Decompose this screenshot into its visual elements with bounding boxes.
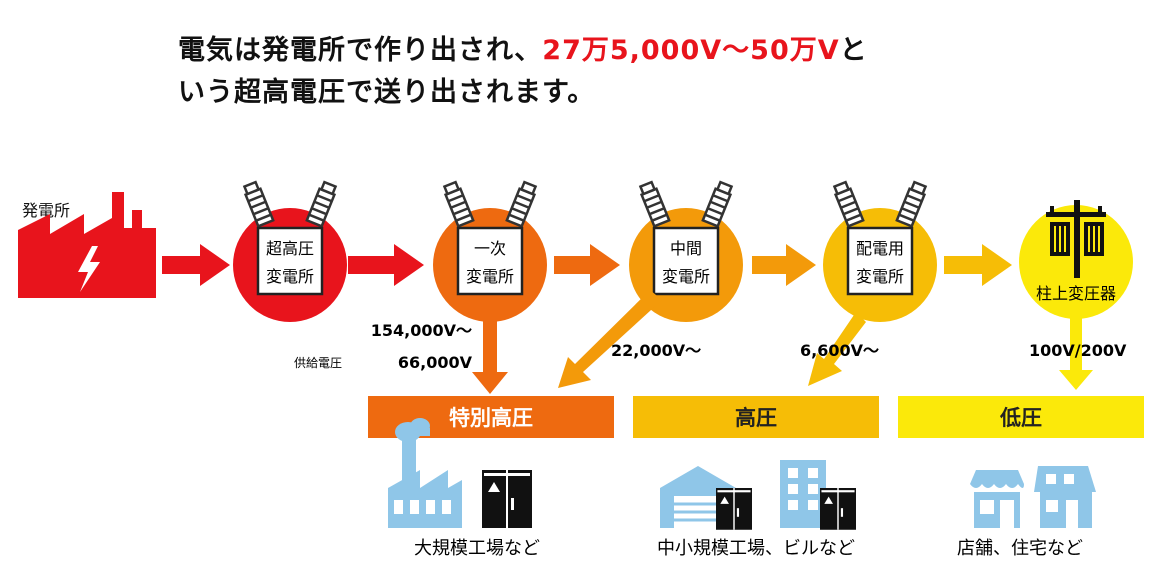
substation-distribution: 配電用 変電所 xyxy=(823,180,937,322)
arrow-primary-down xyxy=(472,320,508,394)
supply-voltage-label: 供給電圧 xyxy=(294,356,342,370)
utility-pole-icon xyxy=(1046,200,1106,278)
shop-icon xyxy=(970,470,1024,528)
headline: 電気は発電所で作り出され、27万5,000V～50万Vと いう超高電圧で送り出さ… xyxy=(178,30,1078,114)
voltage-primary-top: 154,000V～ xyxy=(371,321,472,340)
arrow-intermediate-to-distribution xyxy=(752,244,816,286)
category-label-high: 高圧 xyxy=(735,406,777,430)
voltage-pole: 100V/200V xyxy=(1029,341,1127,360)
voltage-distribution: 6,600V～ xyxy=(800,341,879,360)
substation-ultra-high: 超高圧 変電所 xyxy=(233,180,347,322)
switchgear-icon xyxy=(481,469,533,529)
transformer-icon xyxy=(1050,222,1104,256)
substation-intermediate: 中間 変電所 xyxy=(629,180,743,322)
headline-line-1: 電気は発電所で作り出され、27万5,000V～50万Vと xyxy=(178,30,1078,72)
power-plant-icon xyxy=(18,192,156,298)
users-extra-high: 大規模工場など xyxy=(414,538,540,559)
category-label-extra-high: 特別高圧 xyxy=(449,406,533,430)
arrow-intermediate-diagonal xyxy=(558,290,662,388)
headline-voltage-highlight: 27万5,000V～50万V xyxy=(542,35,840,66)
switchgear-icon-small-1 xyxy=(715,487,753,531)
arrow-primary-to-intermediate xyxy=(554,244,620,286)
arrow-ultra-to-primary xyxy=(348,244,424,286)
station-label-3: 中間 xyxy=(670,239,702,258)
headline-line-2: いう超高電圧で送り出されます。 xyxy=(178,77,596,108)
station-label-4b: 変電所 xyxy=(856,267,904,286)
voltage-primary-bottom: 66,000V xyxy=(398,353,473,372)
category-low: 低圧 xyxy=(898,396,1144,438)
users-high: 中小規模工場、ビルなど xyxy=(657,538,855,559)
headline-text-a: 電気は発電所で作り出され、 xyxy=(178,35,543,66)
substation-primary: 一次 変電所 xyxy=(433,180,547,322)
voltage-intermediate: 22,000V～ xyxy=(611,341,701,360)
station-label-1: 超高圧 xyxy=(266,239,314,258)
arrow-distribution-diagonal xyxy=(808,312,866,386)
power-plant-label: 発電所 xyxy=(22,201,70,220)
supply-arrows xyxy=(472,290,1093,394)
pole-transformer: 柱上変圧器 xyxy=(1019,200,1133,319)
arrow-plant-to-ultra xyxy=(162,244,230,286)
station-label-2b: 変電所 xyxy=(466,267,514,286)
station-label-3b: 変電所 xyxy=(662,267,710,286)
house-icon xyxy=(1034,466,1096,528)
arrow-distribution-to-pole xyxy=(944,244,1012,286)
station-label-2: 一次 xyxy=(474,239,506,258)
building-icon xyxy=(780,460,826,528)
station-label-1b: 変電所 xyxy=(266,267,314,286)
users-low: 店舗、住宅など xyxy=(957,538,1083,559)
factory-icon xyxy=(388,418,462,528)
flow-arrows xyxy=(162,244,1012,286)
category-label-low: 低圧 xyxy=(999,406,1042,430)
headline-text-b: と xyxy=(839,35,868,66)
station-label-5: 柱上変圧器 xyxy=(1036,284,1116,303)
switchgear-icon-small-2 xyxy=(819,487,857,531)
arrow-pole-down xyxy=(1059,318,1093,390)
category-high: 高圧 xyxy=(633,396,879,438)
station-label-4: 配電用 xyxy=(856,239,904,258)
lightning-icon xyxy=(78,246,100,292)
